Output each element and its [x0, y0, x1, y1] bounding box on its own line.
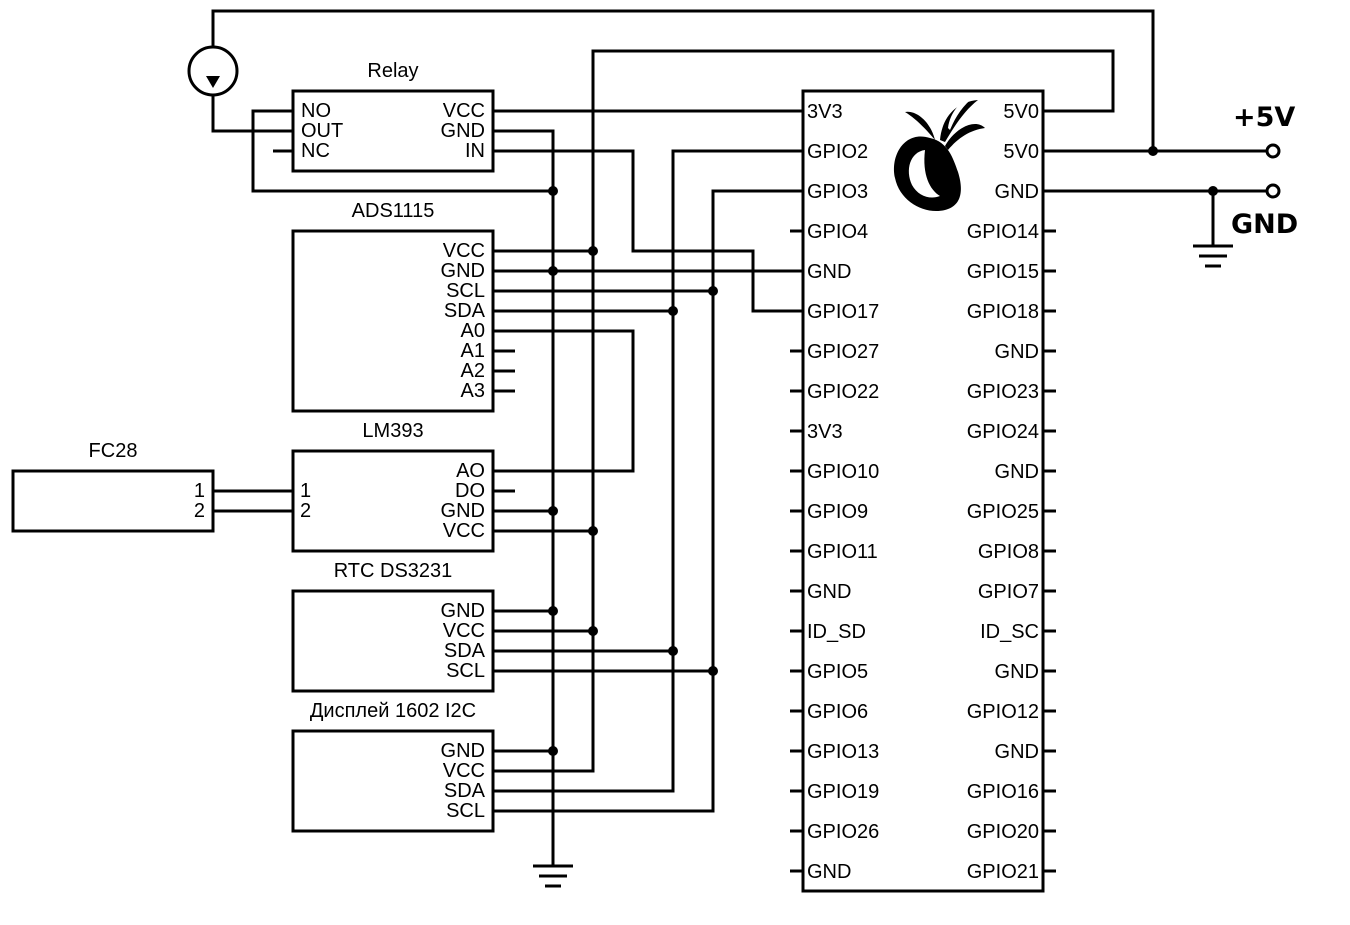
pi-right-pin-7: GND — [995, 341, 1039, 363]
pi-left-pin-6: GPIO17 — [807, 301, 879, 323]
ads-pin-a2: A2 — [461, 360, 485, 382]
display-pin-scl: SCL — [446, 800, 485, 822]
lm393-pin-ao: AO — [456, 460, 485, 482]
pi-right-pin-5: GPIO15 — [967, 261, 1039, 283]
pi-left-pin-8: GPIO22 — [807, 381, 879, 403]
pi-left-pin-4: GPIO4 — [807, 221, 868, 243]
pi-right-pin-14: ID_SC — [980, 621, 1039, 643]
ads-pin-vcc: VCC — [443, 240, 485, 262]
pi-left-pin-1: 3V3 — [807, 101, 843, 123]
pi-left-pin-20: GND — [807, 861, 851, 883]
pi-right-pin-19: GPIO20 — [967, 821, 1039, 843]
rtc-pin-sda: SDA — [444, 640, 486, 662]
pi-left-pin-12: GPIO11 — [807, 541, 878, 563]
ground-symbol-icon — [1193, 244, 1233, 268]
lm393-pin-1: 1 — [300, 480, 311, 502]
pi-left-pin-5: GND — [807, 261, 851, 283]
pi-right-pin-10: GND — [995, 461, 1039, 483]
lm393-pin-gnd: GND — [441, 500, 485, 522]
pi-left-pin-3: GPIO3 — [807, 181, 868, 203]
pi-right-pin-4: GPIO14 — [967, 221, 1039, 243]
pi-right-pin-15: GND — [995, 661, 1039, 683]
ads-pin-sda: SDA — [444, 300, 486, 322]
ads1115-title: ADS1115 — [352, 200, 435, 222]
pi-right-pin-9: GPIO24 — [967, 421, 1039, 443]
plus5v-terminal — [1265, 143, 1281, 159]
rtc-title: RTC DS3231 — [334, 560, 453, 582]
rtc-module — [291, 589, 495, 693]
pi-right-pin-8: GPIO23 — [967, 381, 1039, 403]
ground-symbol-icon — [533, 864, 573, 888]
pi-left-pin-14: ID_SD — [807, 621, 866, 643]
pi-left-pin-11: GPIO9 — [807, 501, 868, 523]
pi-right-pin-13: GPIO7 — [978, 581, 1039, 603]
pi-left-pin-2: GPIO2 — [807, 141, 868, 163]
ads-pin-a3: A3 — [461, 380, 485, 402]
rtc-pin-vcc: VCC — [443, 620, 485, 642]
pi-right-pin-labels: 5V05V0GNDGPIO14GPIO15GPIO18GNDGPIO23GPIO… — [967, 101, 1039, 883]
fc28-pin-1: 1 — [194, 480, 205, 502]
plus5v-label: +5V — [1233, 102, 1295, 133]
pi-right-pin-3: GND — [995, 181, 1039, 203]
lm393-pin-vcc: VCC — [443, 520, 485, 542]
lm393-pin-do: DO — [455, 480, 485, 502]
relay-title: Relay — [367, 60, 418, 82]
ads1115-module — [291, 229, 495, 413]
display-title: Дисплей 1602 I2C — [310, 700, 476, 722]
pi-left-pin-15: GPIO5 — [807, 661, 868, 683]
fc28-title: FC28 — [89, 440, 138, 462]
pi-unused-pin-stubs — [790, 229, 1056, 873]
fc28-module — [11, 469, 215, 533]
pi-right-pin-12: GPIO8 — [978, 541, 1039, 563]
ads-pin-gnd: GND — [441, 260, 485, 282]
ads-pin-a1: A1 — [461, 340, 485, 362]
relay-pin-nc: NC — [301, 140, 330, 162]
raspberry-pi-board — [801, 89, 1045, 893]
pi-left-pin-7: GPIO27 — [807, 341, 879, 363]
pi-right-pin-1: 5V0 — [1003, 101, 1039, 123]
pump-icon — [187, 45, 239, 97]
fc28-pin-2: 2 — [194, 500, 205, 522]
pi-right-pin-17: GND — [995, 741, 1039, 763]
display-pin-gnd: GND — [441, 740, 485, 762]
pi-left-pin-18: GPIO19 — [807, 781, 879, 803]
pi-right-pin-20: GPIO21 — [967, 861, 1039, 883]
pi-left-pin-19: GPIO26 — [807, 821, 879, 843]
display-pin-vcc: VCC — [443, 760, 485, 782]
relay-pin-gnd: GND — [441, 120, 485, 142]
junction-dots — [548, 146, 1218, 756]
pi-left-pin-17: GPIO13 — [807, 741, 879, 763]
relay-pin-no: NO — [301, 100, 331, 122]
lm393-module — [291, 449, 495, 553]
relay-pin-vcc: VCC — [443, 100, 485, 122]
relay-pin-out: OUT — [301, 120, 343, 142]
pi-right-pin-2: 5V0 — [1003, 141, 1039, 163]
wires — [211, 9, 1267, 866]
pi-right-pin-6: GPIO18 — [967, 301, 1039, 323]
pi-left-pin-10: GPIO10 — [807, 461, 879, 483]
display-pin-sda: SDA — [444, 780, 486, 802]
gnd-terminal — [1265, 183, 1281, 199]
display-module — [291, 729, 495, 833]
ads-pin-scl: SCL — [446, 280, 485, 302]
pi-left-pin-13: GND — [807, 581, 851, 603]
pi-left-pin-9: 3V3 — [807, 421, 843, 443]
rtc-pin-scl: SCL — [446, 660, 485, 682]
relay-pin-in: IN — [465, 140, 485, 162]
pi-right-pin-16: GPIO12 — [967, 701, 1039, 723]
ads-pin-a0: A0 — [461, 320, 485, 342]
pi-left-pin-16: GPIO6 — [807, 701, 868, 723]
lm393-pin-2: 2 — [300, 500, 311, 522]
pi-right-pin-18: GPIO16 — [967, 781, 1039, 803]
raspberry-logo-icon — [894, 96, 985, 212]
lm393-title: LM393 — [362, 420, 423, 442]
pi-right-pin-11: GPIO25 — [967, 501, 1039, 523]
gnd-label: GND — [1231, 209, 1298, 240]
rtc-pin-gnd: GND — [441, 600, 485, 622]
pi-left-pin-labels: 3V3GPIO2GPIO3GPIO4GNDGPIO17GPIO27GPIO223… — [807, 101, 879, 883]
